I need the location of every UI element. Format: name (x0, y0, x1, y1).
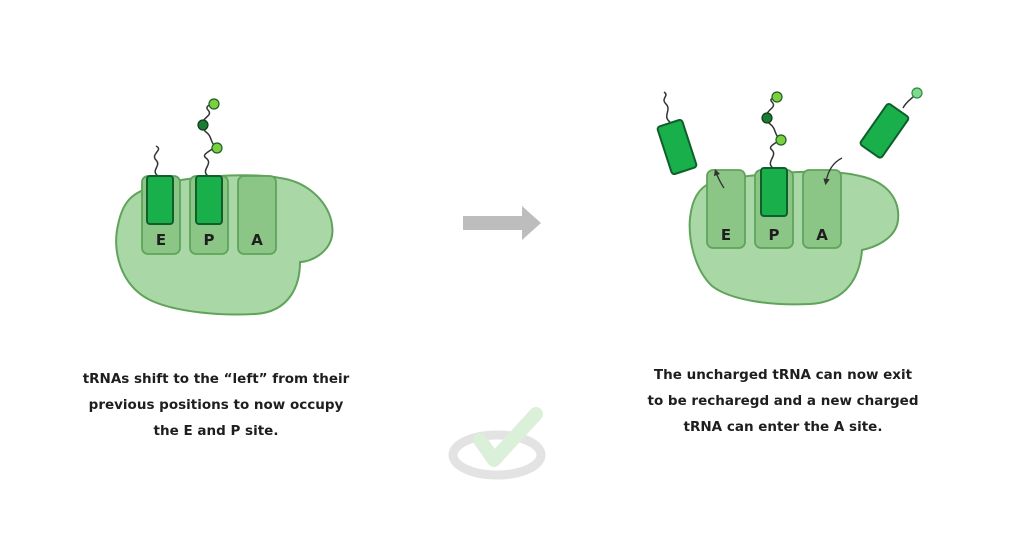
left-site-a-label: A (251, 231, 263, 249)
right-site-p-label: P (769, 226, 780, 244)
left-caption-line-1: tRNAs shift to the “left” from their (82, 371, 350, 387)
right-trna-p (760, 167, 788, 217)
left-trna-p (195, 175, 223, 225)
right-site-e-label: E (721, 226, 731, 244)
right-amino-acid-3 (771, 91, 783, 103)
step-arrow (463, 206, 541, 240)
exit-arrow (713, 168, 725, 189)
right-incoming-trna (859, 103, 910, 159)
right-site-a-label: A (816, 226, 828, 244)
right-caption-line-2: to be recharegd and a new charged (647, 393, 919, 409)
right-exiting-trna (656, 118, 698, 176)
right-caption: The uncharged tRNA can now exit to be re… (618, 362, 948, 440)
right-site-a (802, 169, 842, 249)
check-logo-ring (448, 430, 546, 480)
right-ribosome-group: E P A (656, 87, 923, 306)
left-trna-e-tail (153, 145, 160, 177)
right-incoming-trna-group (859, 103, 910, 159)
entry-arrow (823, 157, 843, 186)
left-site-p-label: P (204, 231, 215, 249)
left-amino-acid-1 (211, 142, 223, 154)
right-amino-acid-1 (775, 134, 787, 146)
left-trna-p-chain (202, 103, 217, 177)
left-caption: tRNAs shift to the “left” from their pre… (56, 366, 376, 444)
left-caption-line-2: previous positions to now occupy (88, 397, 344, 413)
right-amino-acid-2 (761, 112, 773, 124)
left-amino-acid-2 (197, 119, 209, 131)
check-logo (448, 407, 546, 480)
right-incoming-trna-tail (902, 95, 915, 109)
left-caption-line-3: the E and P site. (153, 423, 279, 439)
right-site-e (706, 169, 746, 249)
left-amino-acid-3 (208, 98, 220, 110)
right-caption-line-3: tRNA can enter the A site. (683, 419, 883, 435)
left-site-a (237, 175, 277, 255)
check-mark-icon (473, 407, 543, 467)
left-site-e-label: E (156, 231, 166, 249)
right-caption-line-1: The uncharged tRNA can now exit (653, 367, 913, 383)
left-ribosome-group: E P A (115, 98, 334, 316)
right-incoming-amino-acid (911, 87, 923, 99)
right-exiting-trna-group (656, 118, 698, 176)
right-trna-p-chain (766, 96, 781, 169)
right-exiting-trna-tail (663, 91, 671, 123)
left-trna-e (146, 175, 174, 225)
